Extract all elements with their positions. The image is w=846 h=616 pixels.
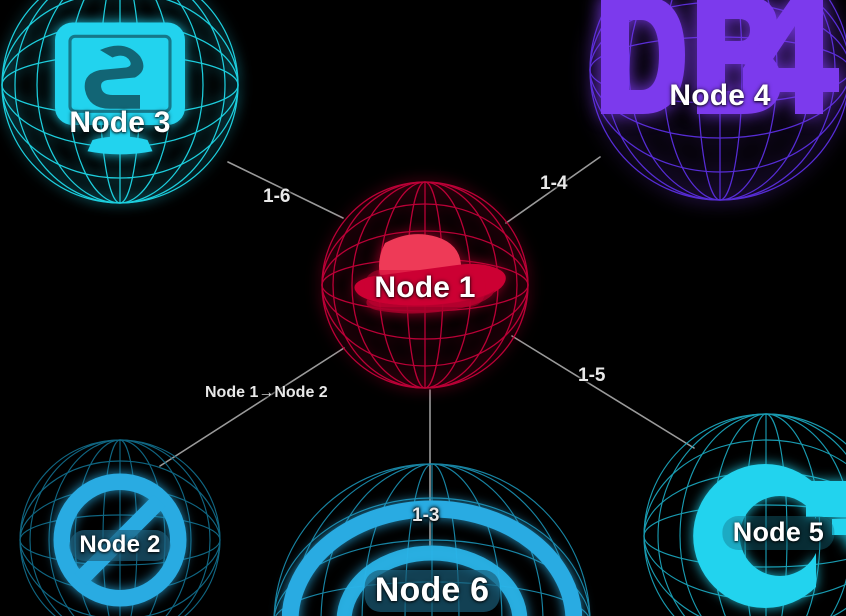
node-node1[interactable]: Node 1	[320, 180, 530, 390]
node3-icon-layer	[0, 0, 240, 205]
node-node3[interactable]: Node 3	[0, 0, 240, 205]
node2-label: Node 2	[69, 530, 171, 561]
cpp-plus-logo-icon	[693, 464, 846, 608]
monitor-display-icon	[55, 22, 185, 155]
edge-label-1-4: 1-4	[540, 173, 568, 194]
node-node4[interactable]: Node 4	[588, 0, 846, 202]
node6-label: Node 6	[364, 570, 500, 612]
edge-e1-2[interactable]	[159, 347, 345, 467]
node1-icon-layer	[320, 180, 530, 390]
edge-label-1-3: 1-3	[412, 505, 440, 526]
edge-e1-4[interactable]	[505, 156, 601, 224]
edge-label-1-6: 1-6	[263, 186, 291, 207]
node-node5[interactable]: Node 5	[642, 412, 846, 616]
node-node2[interactable]: Node 2	[18, 438, 222, 616]
edge-label-1-5: 1-5	[578, 365, 606, 386]
node5-label: Node 5	[722, 516, 834, 550]
node2-icon-layer	[18, 438, 222, 616]
node6-icon-layer	[272, 462, 592, 616]
edge-e1-5[interactable]	[511, 335, 695, 449]
node3-label: Node 3	[69, 106, 171, 139]
node1-label: Node 1	[364, 270, 486, 307]
red-hat-fedora-icon	[354, 234, 506, 314]
node-node6[interactable]: Node 6	[272, 462, 592, 616]
node4-label: Node 4	[669, 79, 771, 112]
edge-e1-6[interactable]	[227, 161, 344, 219]
concentric-ring-icon	[282, 500, 582, 616]
db4-database-logo-icon	[601, 0, 839, 114]
node5-icon-layer	[642, 412, 846, 616]
edge-label-node1-node2: Node 1→Node 2	[205, 384, 328, 401]
node4-icon-layer	[588, 0, 846, 202]
